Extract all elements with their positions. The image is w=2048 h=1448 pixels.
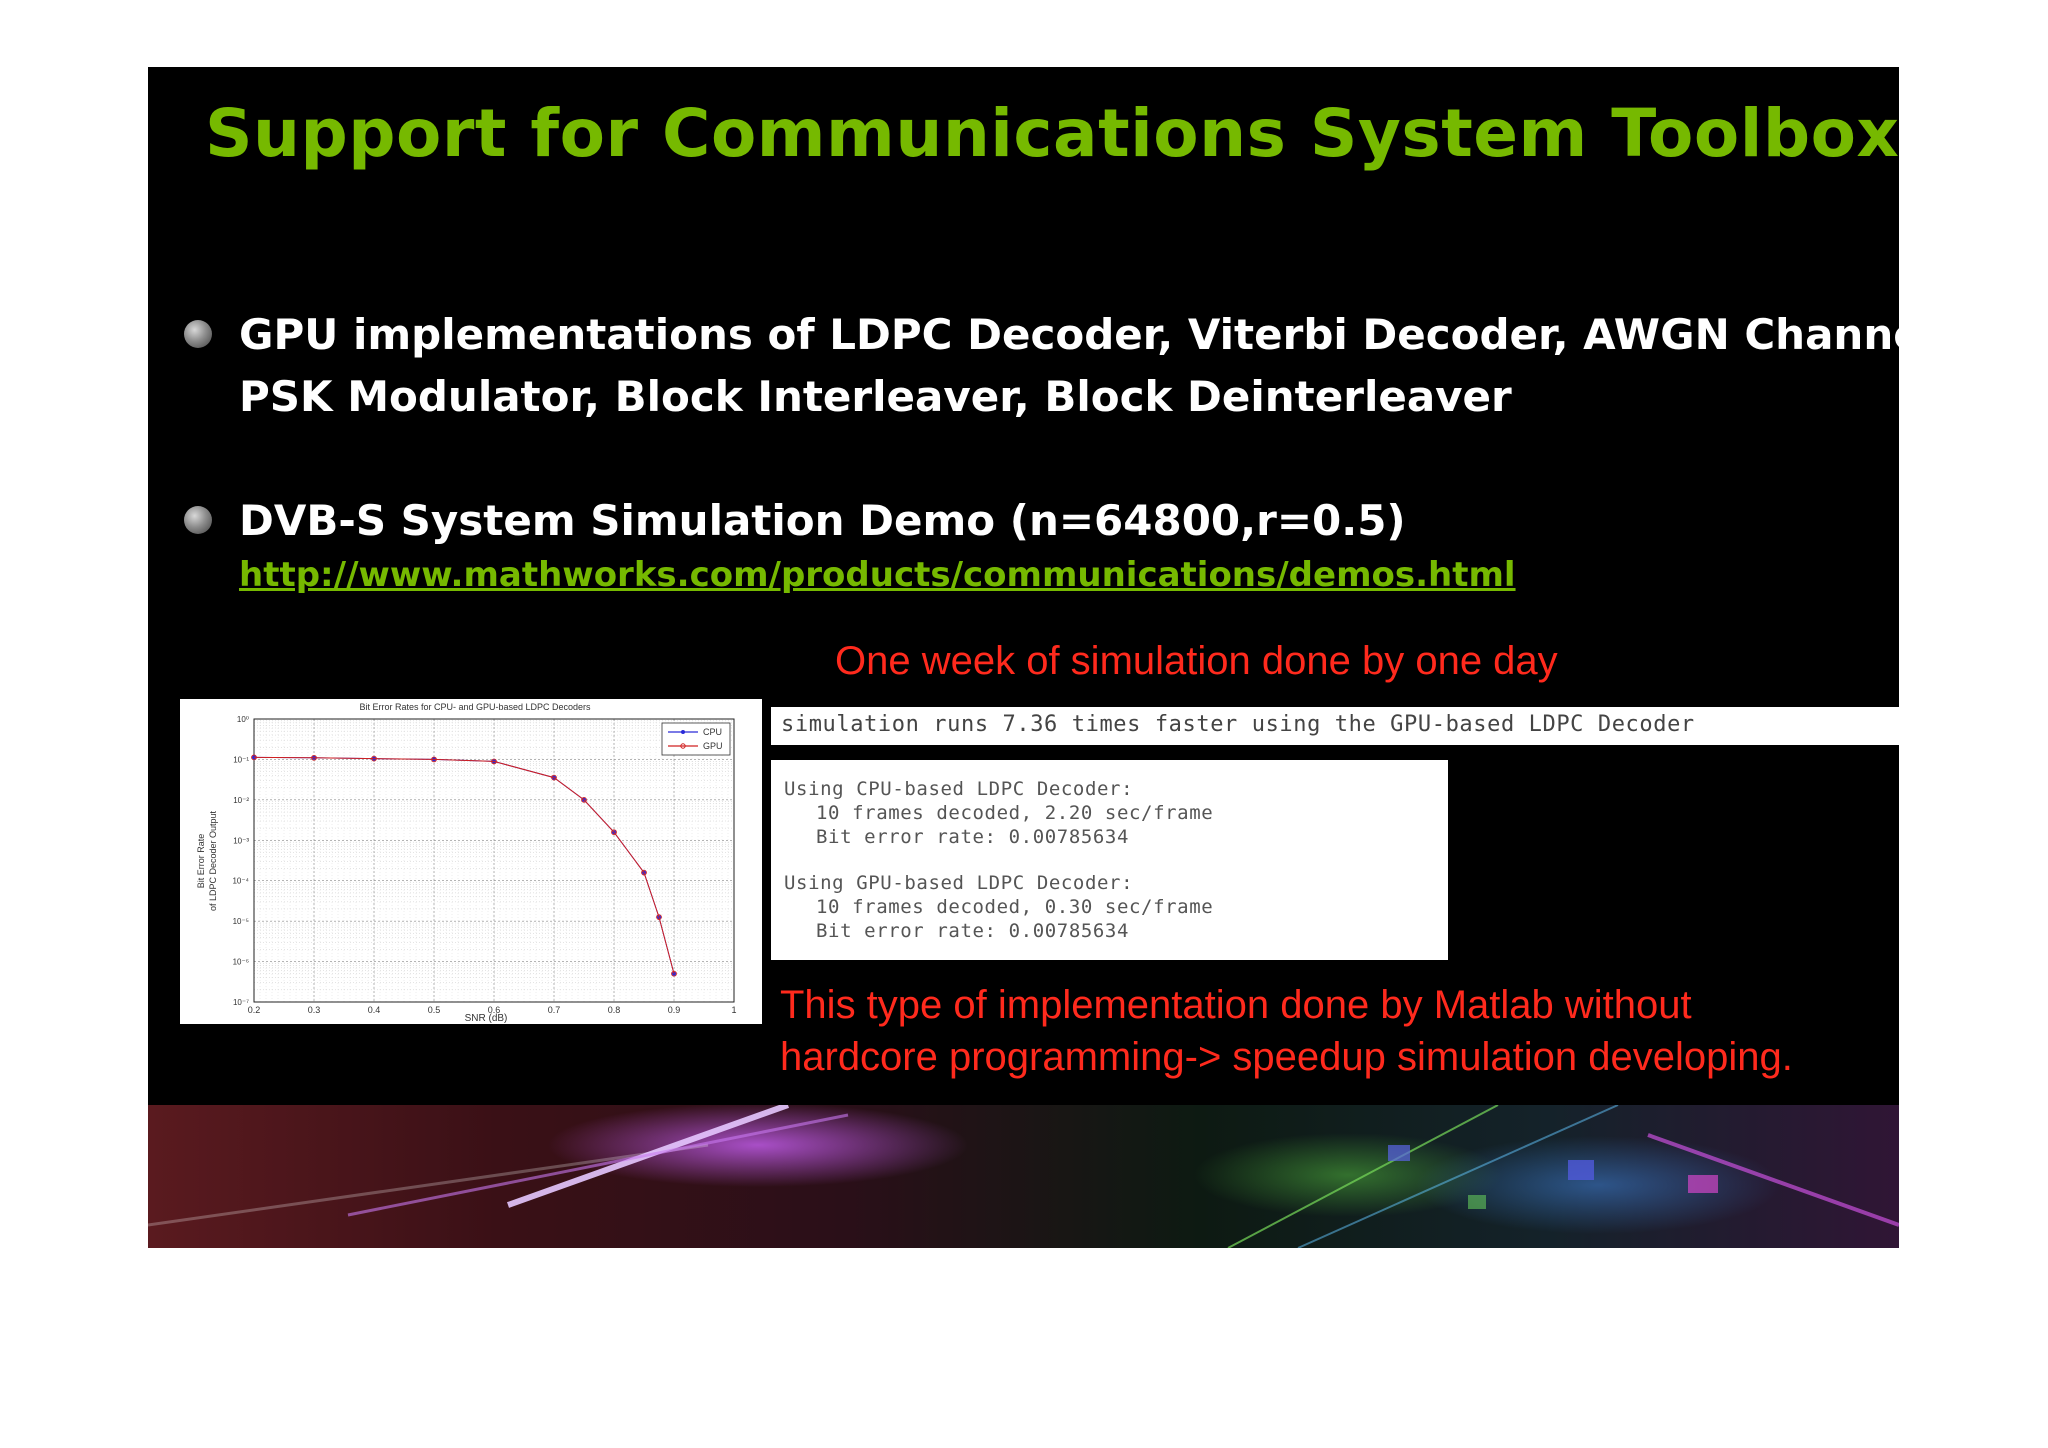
gpu-frames: 10 frames decoded, 0.30 sec/frame <box>816 896 1214 918</box>
cpu-ber: Bit error rate: 0.00785634 <box>816 826 1130 848</box>
x-tick-label: 0.6 <box>488 1005 501 1015</box>
y-axis-label-2: of LDPC Decoder Output <box>208 810 218 911</box>
x-tick-label: 0.9 <box>668 1005 681 1015</box>
bullet-1-line-2: PSK Modulator, Block Interleaver, Block … <box>239 372 1512 421</box>
note-bottom-2: hardcore programming-> speedup simulatio… <box>780 1035 1793 1079</box>
legend-cpu: CPU <box>703 727 722 737</box>
gpu-header: Using GPU-based LDPC Decoder: <box>784 872 1134 894</box>
bullet-dot-icon <box>184 506 212 534</box>
x-tick-label: 1 <box>731 1005 736 1015</box>
decorative-banner-image <box>148 1105 1899 1248</box>
gpu-ber: Bit error rate: 0.00785634 <box>816 920 1130 942</box>
speedup-strip: simulation runs 7.36 times faster using … <box>771 707 1899 745</box>
bullet-dot-icon <box>184 320 212 348</box>
y-tick-label: 10⁻³ <box>233 836 249 845</box>
x-tick-label: 0.5 <box>428 1005 441 1015</box>
x-tick-label: 0.4 <box>368 1005 381 1015</box>
slide-title: Support for Communications System Toolbo… <box>205 95 1899 172</box>
x-axis-label: SNR (dB) <box>465 1013 508 1024</box>
series-line-gpu <box>253 756 675 974</box>
data-point-gpu <box>311 754 317 761</box>
y-tick-label: 10⁰ <box>237 715 249 724</box>
bullet-2-line-1: DVB-S System Simulation Demo (n=64800,r=… <box>239 496 1406 545</box>
note-bottom-1: This type of implementation done by Matl… <box>780 983 1692 1027</box>
y-tick-label: 10⁻² <box>233 796 249 805</box>
legend-cpu-marker <box>681 730 685 734</box>
x-tick-label: 0.3 <box>308 1005 321 1015</box>
data-point-gpu <box>431 756 437 763</box>
x-tick-labels: 0.2 0.3 0.4 0.5 0.6 0.7 0.8 0.9 1 <box>248 1005 737 1015</box>
plot-frame <box>253 718 735 1003</box>
legend-gpu-marker <box>680 743 686 749</box>
y-tick-label: 10⁻⁵ <box>233 917 249 926</box>
chart-legend: CPU GPU <box>661 722 731 756</box>
legend-gpu: GPU <box>703 741 723 751</box>
chart-title: Bit Error Rates for CPU- and GPU-based L… <box>359 702 591 712</box>
cpu-frames: 10 frames decoded, 2.20 sec/frame <box>816 802 1214 824</box>
data-point-gpu <box>611 829 617 836</box>
data-point-gpu <box>581 797 587 803</box>
x-tick-label: 0.7 <box>548 1005 561 1015</box>
data-point-gpu <box>491 758 497 765</box>
y-axis-label: Bit Error Rate <box>196 834 206 889</box>
ber-chart: Bit Error Rates for CPU- and GPU-based L… <box>180 699 762 1024</box>
bullet-1-line-1: GPU implementations of LDPC Decoder, Vit… <box>239 310 1899 359</box>
y-tick-labels: 10⁰ 10⁻¹ 10⁻² 10⁻³ 10⁻⁴ 10⁻⁵ 10⁻⁶ 10⁻⁷ <box>232 715 249 1007</box>
x-tick-label: 0.8 <box>608 1005 621 1015</box>
cpu-header: Using CPU-based LDPC Decoder: <box>784 778 1134 800</box>
data-point-gpu <box>371 755 377 762</box>
demos-link[interactable]: http://www.mathworks.com/products/commun… <box>239 555 1516 595</box>
data-point-gpu <box>251 754 257 761</box>
slide: Support for Communications System Toolbo… <box>148 67 1899 1248</box>
data-point-gpu <box>656 914 662 920</box>
data-point-gpu <box>641 869 647 876</box>
y-tick-label: 10⁻⁶ <box>233 958 249 967</box>
y-tick-label: 10⁻¹ <box>233 755 249 764</box>
data-point-gpu <box>551 774 557 781</box>
speedup-text: simulation runs 7.36 times faster using … <box>781 712 1695 737</box>
y-tick-label: 10⁻⁴ <box>232 877 249 886</box>
x-tick-label: 0.2 <box>248 1005 261 1015</box>
data-point-gpu <box>671 970 677 977</box>
note-top: One week of simulation done by one day <box>835 639 1558 683</box>
console-output: Using CPU-based LDPC Decoder: 10 frames … <box>771 760 1448 960</box>
chart-series <box>251 754 677 977</box>
y-tick-label: 10⁻⁷ <box>233 998 249 1007</box>
